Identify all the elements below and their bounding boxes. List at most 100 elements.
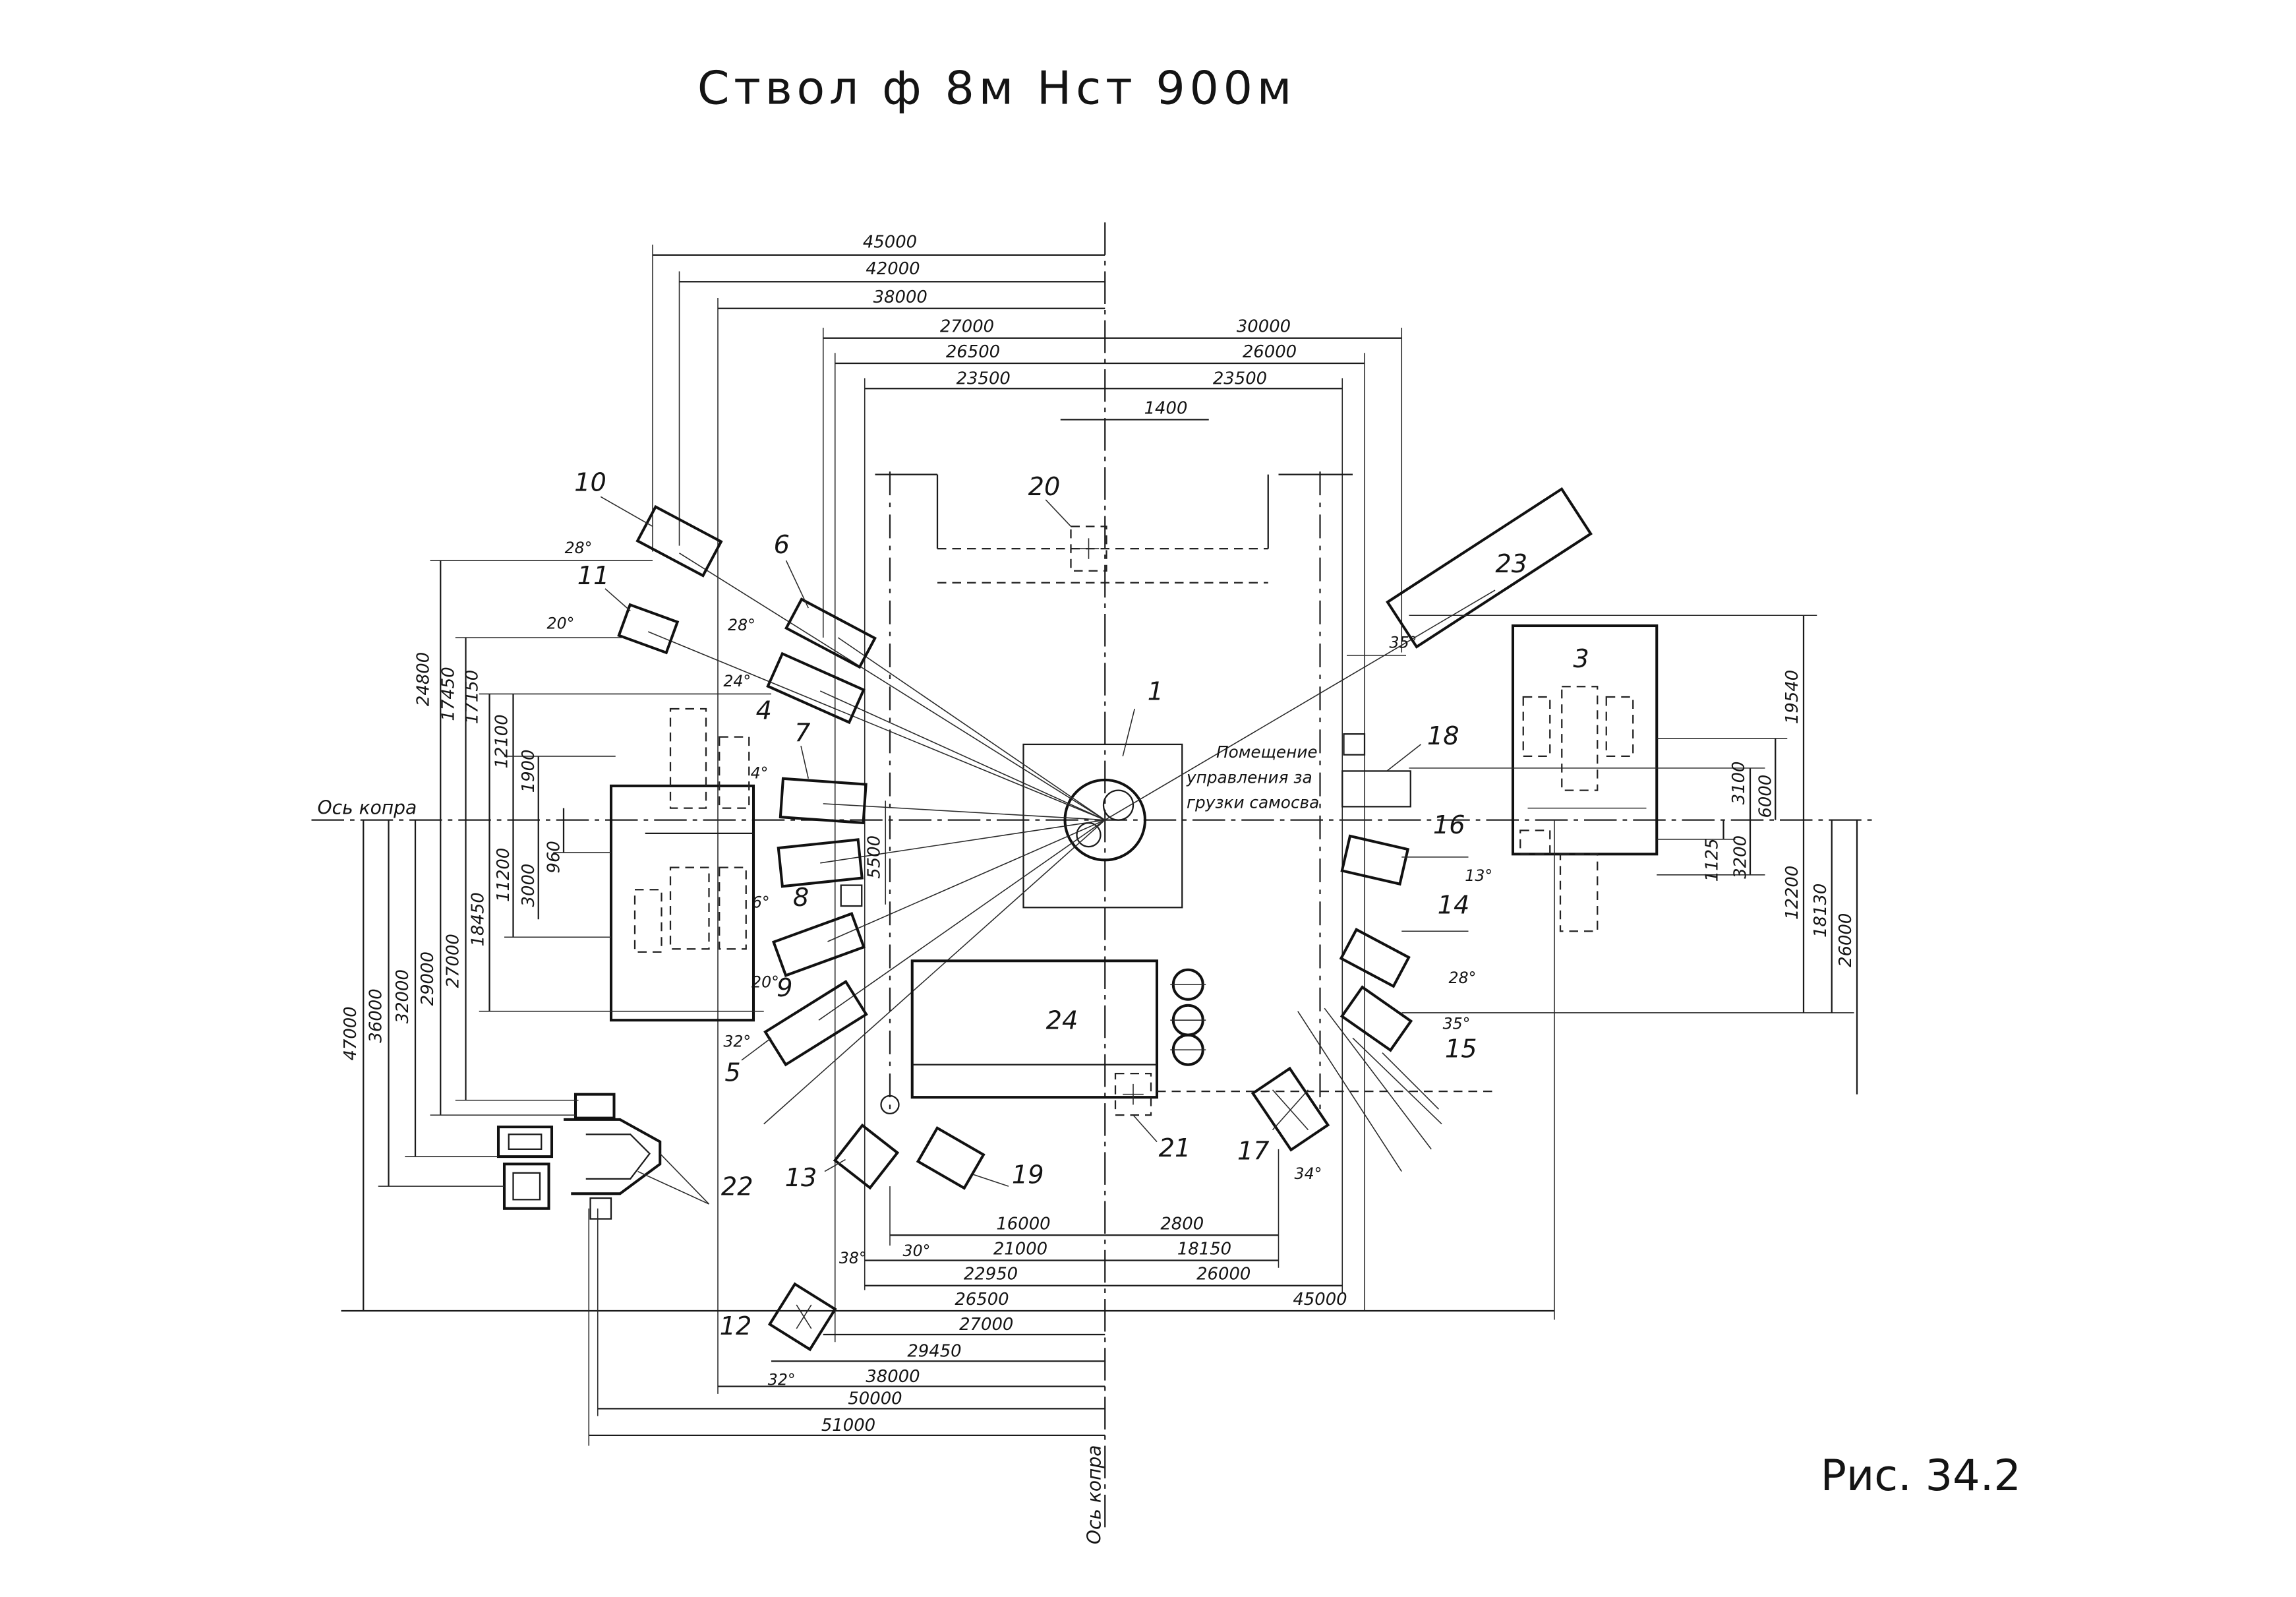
angle-14: 28° (1449, 969, 1477, 987)
equipment-3-inner (1559, 853, 1599, 932)
headframe-building-outline (875, 471, 1353, 1110)
dim-text: 19540 (1782, 670, 1802, 724)
vertical-axis-label: Ось копра (1083, 1445, 1105, 1544)
equipment-1-label: 1 (1148, 677, 1163, 706)
equipment-22-box (502, 1162, 550, 1210)
equipment-12: 12 32° (720, 1282, 837, 1389)
equipment-3-outline (1511, 624, 1659, 856)
dim-text: 1900 (519, 749, 539, 793)
hatch-line (1352, 1037, 1442, 1125)
control-room-label-line-1: Помещение (1216, 742, 1318, 762)
dim-text: 11200 (494, 848, 514, 902)
equipment-6: 6 28° (728, 531, 877, 669)
equipment-14-outline (1339, 928, 1411, 988)
dim-text: 3100 (1729, 761, 1749, 804)
equipment-15-outline (1339, 985, 1413, 1052)
dim-text: 45000 (863, 233, 917, 253)
dim-text: 38000 (873, 287, 927, 307)
dim-text: 42000 (866, 259, 920, 279)
equipment-3-inner (1522, 696, 1551, 758)
hatch-line (1324, 1008, 1432, 1150)
equipment-22-box (496, 1126, 554, 1159)
dim-text: 45000 (1293, 1290, 1347, 1310)
angle-13: 38° (839, 1249, 867, 1267)
dim-text: 26500 (946, 342, 1000, 362)
equipment-21: 21 (1114, 1073, 1191, 1163)
equipment-10-outline (635, 504, 723, 578)
dim-text: 50000 (848, 1389, 902, 1409)
dim-text: 26000 (1243, 342, 1297, 362)
dim-text: 29450 (907, 1342, 961, 1362)
dim-text: 27000 (443, 934, 463, 988)
rope-line (819, 690, 1105, 821)
left-building-inner (669, 708, 707, 809)
equipment-22-label: 22 (721, 1173, 753, 1202)
equipment-19-label: 19 (1012, 1161, 1044, 1190)
equipment-3-inner (1561, 686, 1599, 791)
right-dimensions: 19540 3100 6000 1125 3200 12200 18130 26… (1409, 615, 1858, 1095)
angle-10: 28° (565, 539, 593, 557)
small-marker-circle (880, 1095, 900, 1115)
equipment-14-label: 14 (1438, 891, 1470, 920)
hatch-line (1297, 1011, 1402, 1172)
equipment-18: 18 Помещение управления за грузки самосв… (1186, 722, 1459, 812)
dim-text: 12100 (492, 714, 512, 768)
equipment-12-label: 12 (720, 1312, 752, 1341)
dim-text: 16000 (996, 1214, 1050, 1234)
dim-text: 18130 (1811, 884, 1831, 938)
leader-line (659, 1153, 710, 1205)
equipment-20: 20 (1028, 473, 1107, 572)
dim-text: 27000 (959, 1315, 1013, 1335)
angle-8: 6° (752, 893, 770, 911)
equipment-18-small-box (1343, 733, 1366, 756)
equipment-12-outline (767, 1282, 837, 1352)
leader-line (741, 1037, 772, 1061)
leader-line (972, 1174, 1009, 1187)
equipment-5-label: 5 (724, 1058, 740, 1087)
equipment-4-outline (766, 651, 866, 725)
equipment-9-label: 9 (777, 974, 792, 1003)
center-mark (1272, 1089, 1309, 1131)
rope-line (818, 819, 1105, 1021)
left-building (609, 708, 755, 1022)
leader-line (637, 1170, 709, 1205)
hatch-lines (1297, 1008, 1442, 1172)
dim-text: 3200 (1730, 835, 1750, 879)
dim-text: 17450 (438, 667, 458, 721)
equipment-8-label: 8 (793, 884, 809, 913)
rope-line (827, 819, 1105, 942)
equipment-20-outline (1070, 526, 1107, 572)
equipment-17: 17 34° (1237, 1066, 1330, 1183)
rope-line (823, 803, 1105, 821)
drawing-title: Ствол ф 8м Нст 900м (697, 61, 1296, 115)
dim-text: 23500 (1213, 369, 1267, 388)
equipment-15: 15 35° (1339, 985, 1854, 1064)
dim-text: 3000 (519, 864, 539, 907)
dim-text: 30000 (1237, 317, 1291, 337)
rope-line (820, 819, 1105, 864)
leader-line (824, 1159, 846, 1172)
cage-circle (1102, 789, 1134, 821)
dim-text: 5500 (864, 835, 884, 879)
dim-text: 17150 (462, 670, 482, 724)
equipment-21-label: 21 (1159, 1134, 1191, 1163)
rope-line (763, 820, 1105, 1125)
dim-text: 32000 (393, 969, 413, 1023)
equipment-8-small-box (840, 884, 863, 907)
rope-line (679, 553, 1105, 821)
rope-line (647, 631, 1105, 821)
top-dimensions: 45000 42000 38000 27000 26500 23500 3000… (652, 233, 1403, 1394)
dim-text: 2800 (1160, 1214, 1204, 1234)
dim-text: 26000 (1836, 913, 1856, 967)
equipment-7: 7 4° (751, 719, 868, 825)
angle-23: 35° (1390, 634, 1417, 652)
dim-text: 26500 (955, 1290, 1009, 1310)
equipment-22-hoist (564, 1118, 662, 1195)
left-building-inner (669, 866, 710, 950)
equipment-22-inner (512, 1172, 541, 1201)
dim-text: 29000 (418, 951, 438, 1006)
leader-line (785, 560, 809, 609)
equipment-10-label: 10 (574, 468, 606, 497)
bottom-dimensions: 16000 2800 21000 18150 22950 26000 26500… (588, 820, 1555, 1446)
equipment-19: 19 30° (903, 1126, 1044, 1260)
